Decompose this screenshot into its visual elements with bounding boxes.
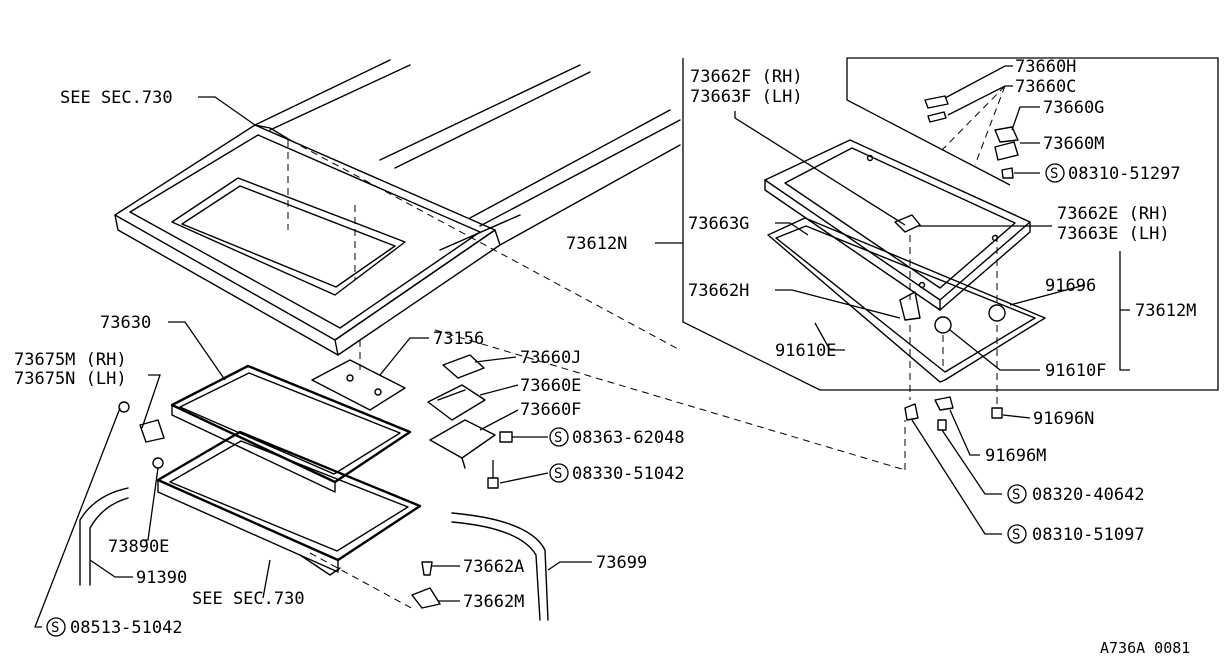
label-91610e: 91610E [775, 341, 836, 361]
clip-73675 [118, 401, 165, 443]
lower-hardware [904, 396, 1003, 431]
label-91610f: 91610F [1045, 361, 1106, 381]
label-08310-51097: 08310-51097 [1032, 525, 1145, 545]
bracket-73660f [429, 419, 496, 469]
label-73630: 73630 [100, 313, 151, 333]
leader-lines [34, 65, 1130, 628]
label-73612n: 73612N [566, 234, 627, 254]
label-73660e: 73660E [520, 376, 581, 396]
sunroof-frame-73630 [170, 364, 412, 493]
figure-code: A736A 0081 [1100, 639, 1190, 657]
label-73660j: 73660J [520, 348, 581, 368]
s-mark: S [1050, 166, 1058, 182]
label-see-sec-730-top: SEE SEC.730 [60, 88, 173, 108]
label-73662e: 73662E (RH) [1057, 204, 1170, 224]
bracket-73660-set [924, 95, 1019, 179]
hinge-hardware [894, 214, 1006, 405]
label-73663e: 73663E (LH) [1057, 224, 1170, 244]
label-91696m: 91696M [985, 446, 1046, 466]
label-73662h: 73662H [688, 281, 749, 301]
label-91696n: 91696N [1033, 409, 1094, 429]
label-73663g: 73663G [688, 214, 749, 234]
label-73660h: 73660H [1015, 57, 1076, 77]
label-73663f: 73663F (LH) [690, 87, 803, 107]
screw-08363 [499, 431, 513, 443]
s-mark: S [1012, 487, 1020, 503]
label-73662f: 73662F (RH) [690, 67, 803, 87]
bracket-73660j [442, 354, 485, 379]
clip-73662m [411, 587, 441, 609]
standard-part-marks: S S S S S S [46, 163, 1065, 637]
glass-assembly-inset-box [682, 57, 1219, 391]
weatherstrip-91610e [767, 217, 1046, 383]
screw-08330 [487, 460, 499, 489]
label-91390: 91390 [136, 568, 187, 588]
s-mark: S [554, 430, 562, 446]
grommet-73890e [152, 457, 164, 469]
label-73660m: 73660M [1043, 134, 1104, 154]
sunroof-frame-lower [156, 430, 422, 576]
drain-hose-73699 [451, 512, 549, 621]
roof-panel [114, 59, 681, 356]
s-mark: S [554, 466, 562, 482]
part-labels: SEE SEC.730 73630 73675M (RH) 73675N (LH… [14, 57, 1196, 657]
bracket-73156 [311, 340, 406, 411]
label-73660c: 73660C [1015, 77, 1076, 97]
label-08513-51042: 08513-51042 [70, 618, 183, 638]
s-mark: S [1012, 527, 1020, 543]
label-73660g: 73660G [1043, 98, 1104, 118]
label-73612m: 73612M [1135, 301, 1196, 321]
label-91696: 91696 [1045, 276, 1096, 296]
label-08330-51042: 08330-51042 [572, 464, 685, 484]
label-see-sec-730-bottom: SEE SEC.730 [192, 589, 305, 609]
label-73662a: 73662A [463, 557, 524, 577]
label-73156: 73156 [433, 329, 484, 349]
label-73699: 73699 [596, 553, 647, 573]
label-73660f: 73660F [520, 400, 581, 420]
label-73675m: 73675M (RH) [14, 350, 127, 370]
clip-73662a [421, 561, 433, 576]
label-08363-62048: 08363-62048 [572, 428, 685, 448]
label-73675n: 73675N (LH) [14, 369, 127, 389]
label-73662m: 73662M [463, 592, 524, 612]
label-08310-51297: 08310-51297 [1068, 164, 1181, 184]
bracket-73660e [427, 384, 486, 421]
label-73890e: 73890E [108, 537, 169, 557]
drain-hose-91390 [79, 487, 129, 586]
label-08320-40642: 08320-40642 [1032, 485, 1145, 505]
s-mark: S [51, 620, 59, 636]
